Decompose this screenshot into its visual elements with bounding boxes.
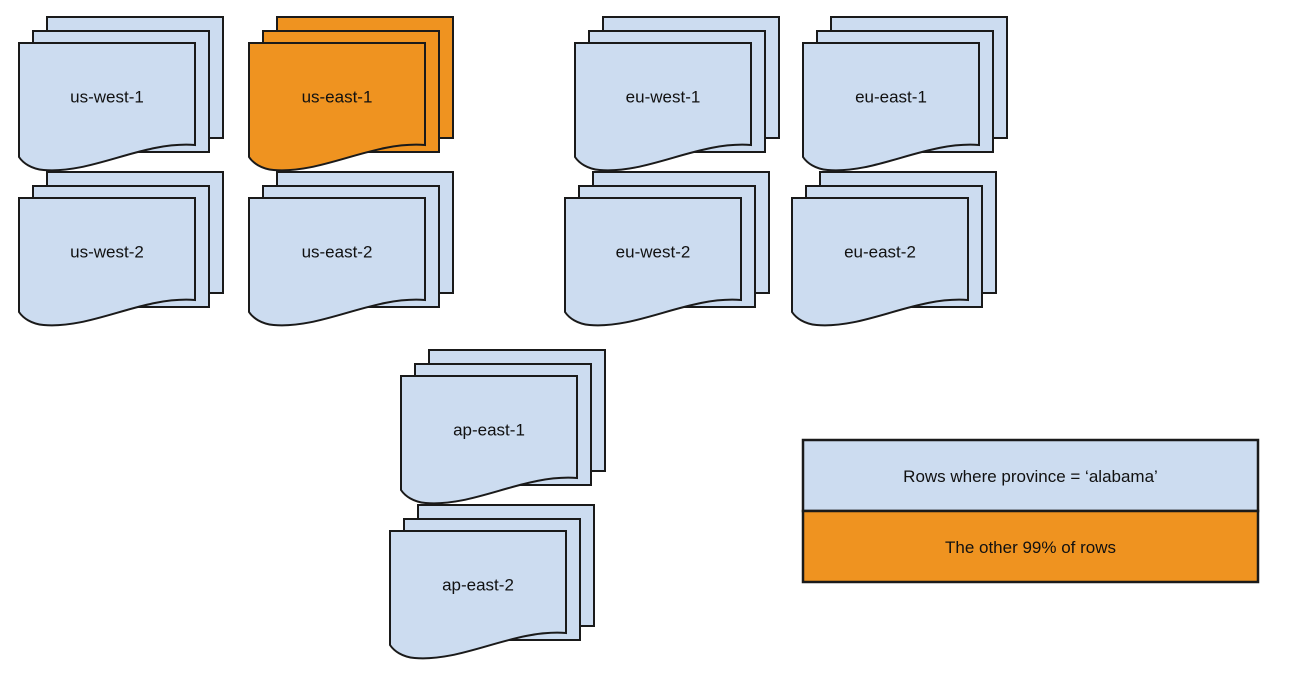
document-stack-eu-east-1[interactable]: eu-east-1: [802, 16, 1008, 172]
stack-label-ap-east-2: ap-east-2: [442, 575, 514, 594]
legend-swatch-1: [801, 509, 1260, 584]
document-stack-us-east-2[interactable]: us-east-2: [248, 171, 454, 327]
legend-layer: Rows where province = ‘alabama’ The other…: [801, 438, 1260, 584]
stack-label-eu-east-1: eu-east-1: [855, 87, 927, 106]
stack-sheet-front: [574, 42, 752, 172]
document-stack-us-west-1[interactable]: us-west-1: [18, 16, 224, 172]
legend-swatch-0: [801, 438, 1260, 513]
document-stack-ap-east-2[interactable]: ap-east-2: [389, 504, 595, 660]
stack-sheet-front: [248, 197, 426, 327]
document-stack-us-west-2[interactable]: us-west-2: [18, 171, 224, 327]
document-stack-eu-west-2[interactable]: eu-west-2: [564, 171, 770, 327]
stack-sheet-front: [802, 42, 980, 172]
stack-sheet-front: [248, 42, 426, 172]
document-stack-ap-east-1[interactable]: ap-east-1: [400, 349, 606, 505]
stack-label-eu-east-2: eu-east-2: [844, 242, 916, 261]
document-stack-eu-west-1[interactable]: eu-west-1: [574, 16, 780, 172]
stack-sheet-front: [389, 530, 567, 660]
document-stack-us-east-1[interactable]: us-east-1: [248, 16, 454, 172]
stack-label-ap-east-1: ap-east-1: [453, 420, 525, 439]
stack-label-us-east-1: us-east-1: [302, 87, 373, 106]
document-stack-eu-east-2[interactable]: eu-east-2: [791, 171, 997, 327]
legend-row-blue[interactable]: Rows where province = ‘alabama’: [801, 438, 1260, 513]
stack-label-us-west-1: us-west-1: [70, 87, 144, 106]
legend-row-orange[interactable]: The other 99% of rows: [801, 509, 1260, 584]
legend-label-1: The other 99% of rows: [945, 538, 1116, 557]
stack-sheet-front: [791, 197, 969, 327]
legend-label-0: Rows where province = ‘alabama’: [903, 467, 1158, 486]
stack-sheet-front: [564, 197, 742, 327]
stack-sheet-front: [18, 42, 196, 172]
stack-label-eu-west-1: eu-west-1: [626, 87, 701, 106]
stack-label-us-west-2: us-west-2: [70, 242, 144, 261]
stack-sheet-front: [400, 375, 578, 505]
stack-sheet-front: [18, 197, 196, 327]
stack-label-eu-west-2: eu-west-2: [616, 242, 691, 261]
stacks-layer: us-west-1 us-east-1 eu-west-1 eu-east-1 us-w…: [18, 16, 1008, 660]
stack-label-us-east-2: us-east-2: [302, 242, 373, 261]
